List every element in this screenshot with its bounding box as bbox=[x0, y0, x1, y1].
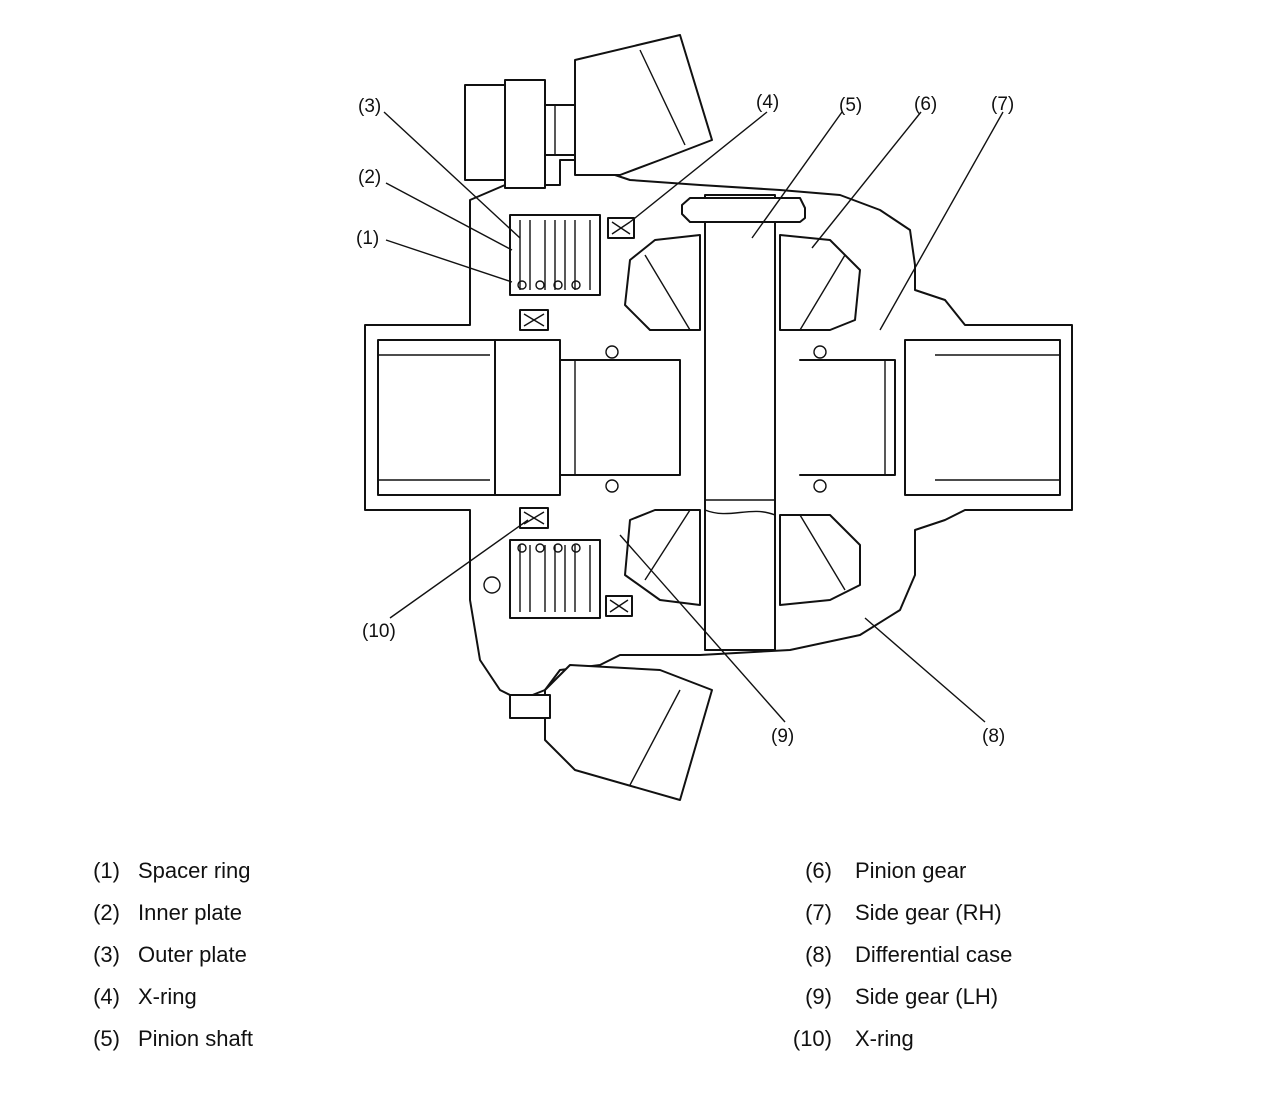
legend-item-inner-plate: (2) Inner plate bbox=[80, 892, 242, 934]
legend-name: Pinion gear bbox=[855, 858, 967, 883]
legend-item-side-gear-rh: (7) Side gear (RH) bbox=[780, 892, 1002, 934]
legend-name: Side gear (LH) bbox=[855, 984, 999, 1009]
legend-item-differential-case: (8) Differential case bbox=[780, 934, 1012, 976]
legend-item-pinion-shaft: (5) Pinion shaft bbox=[80, 1018, 253, 1060]
callout-5: (5) bbox=[839, 95, 862, 116]
legend-item-pinion-gear: (6) Pinion gear bbox=[780, 850, 966, 892]
callout-4: (4) bbox=[756, 92, 779, 113]
legend-number: (9) bbox=[805, 984, 832, 1009]
pinion-shaft bbox=[704, 194, 776, 651]
legend-name: Pinion shaft bbox=[138, 1026, 253, 1051]
legend-number: (10) bbox=[792, 1026, 832, 1051]
legend-number: (6) bbox=[805, 858, 832, 883]
callout-8: (8) bbox=[982, 726, 1005, 747]
parts-legend-right: (6) Pinion gear (7) Side gear (RH) (8) Diff… bbox=[780, 850, 1012, 1060]
callout-1: (1) bbox=[356, 228, 379, 249]
legend-name: Differential case bbox=[855, 942, 1013, 967]
ring-gear-upper bbox=[574, 34, 713, 176]
legend-item-x-ring: (4) X-ring bbox=[80, 976, 197, 1018]
leader-lines bbox=[383, 111, 1004, 723]
ring-gear-lower bbox=[544, 664, 713, 801]
callout-7: (7) bbox=[991, 94, 1014, 115]
callout-3: (3) bbox=[358, 96, 381, 117]
callout-10: (10) bbox=[362, 621, 396, 642]
legend-item-spacer-ring: (1) Spacer ring bbox=[80, 850, 250, 892]
legend-number: (1) bbox=[93, 858, 120, 883]
legend-item-side-gear-lh: (9) Side gear (LH) bbox=[780, 976, 998, 1018]
legend-number: (8) bbox=[805, 942, 832, 967]
legend-item-x-ring-2: (10) X-ring bbox=[780, 1018, 914, 1060]
legend-item-outer-plate: (3) Outer plate bbox=[80, 934, 247, 976]
parts-legend-left: (1) Spacer ring (2) Inner plate (3) Outer p… bbox=[80, 850, 253, 1060]
legend-number: (5) bbox=[93, 1026, 120, 1051]
legend-number: (3) bbox=[93, 942, 120, 967]
legend-number: (4) bbox=[93, 984, 120, 1009]
callout-6: (6) bbox=[914, 94, 937, 115]
legend-name: Inner plate bbox=[138, 900, 242, 925]
pinion-gear-upper bbox=[779, 234, 861, 331]
legend-name: Spacer ring bbox=[138, 858, 251, 883]
bolt bbox=[464, 84, 506, 181]
legend-name: Outer plate bbox=[138, 942, 247, 967]
differential-cross-section-diagram: (1) (2) (3) (4) (5) (6) (7) (8) (9) (10) bbox=[356, 34, 1073, 801]
legend-name: X-ring bbox=[138, 984, 197, 1009]
side-gear-lh-upper bbox=[624, 234, 701, 331]
callout-2: (2) bbox=[358, 167, 381, 188]
legend-name: Side gear (RH) bbox=[855, 900, 1002, 925]
legend-number: (7) bbox=[805, 900, 832, 925]
legend-name: X-ring bbox=[855, 1026, 914, 1051]
legend-number: (2) bbox=[93, 900, 120, 925]
callout-9: (9) bbox=[771, 726, 794, 747]
